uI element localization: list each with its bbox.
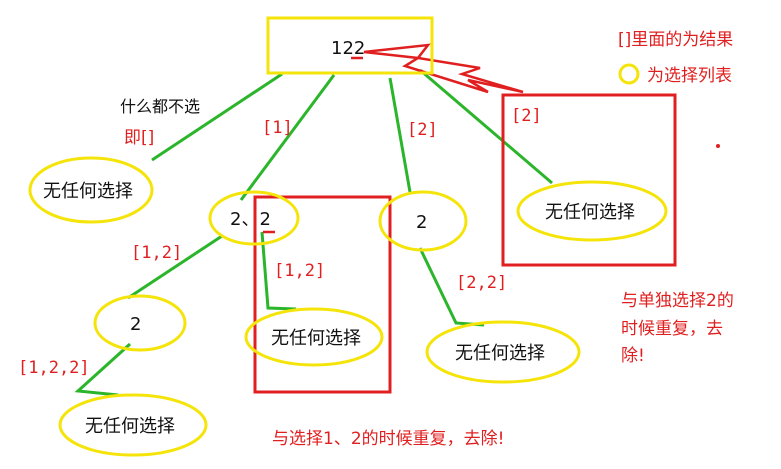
node-none-bottom: [58, 393, 208, 457]
dup-box-right: [501, 93, 677, 267]
dup-box-inner: [253, 195, 392, 394]
edge-label-select-nothing-note: 即[]: [124, 128, 154, 148]
node-none-mid-label: 无任何选择: [455, 343, 545, 364]
node-n22-label: 2、2: [230, 209, 271, 230]
note-dup-12: 与选择1、2的时候重复，去除!: [272, 429, 504, 449]
note-dup-single-3: 除!: [621, 346, 645, 366]
node-none-left: [28, 156, 154, 224]
edge-n2left-none-bottom: [74, 342, 132, 397]
node-n22: [208, 190, 300, 246]
node-none-bottom-label: 无任何选择: [85, 416, 175, 437]
root-box: [266, 16, 434, 75]
note-dup-single-1: 与单独选择2的: [621, 291, 734, 311]
edge-label-12: [1,2]: [131, 243, 182, 263]
edge-root-none-left: [151, 72, 283, 162]
node-none-right-label: 无任何选择: [545, 202, 635, 223]
lightning-arrow: [363, 43, 524, 94]
legend-circle-label: 为选择列表: [647, 66, 732, 86]
node-n2-left: [93, 294, 187, 352]
edge-root-n2-mid: [388, 77, 412, 193]
legend-bracket-label: []里面的为结果: [618, 30, 733, 50]
node-n2-mid: [378, 190, 468, 252]
node-n2-left-label: 2: [130, 314, 141, 335]
stray-dot: [716, 144, 720, 148]
node-none-inner-label: 无任何选择: [271, 328, 361, 349]
legend-circle-icon: [618, 63, 640, 85]
node-none-right: [516, 180, 668, 242]
note-dup-single-2: 时候重复，去: [621, 319, 723, 339]
node-none-left-label: 无任何选择: [43, 181, 133, 202]
edge-label-select-nothing: 什么都不选: [120, 97, 200, 116]
edge-label-2b: [2]: [511, 106, 542, 126]
edge-label-12b: [1,2]: [274, 261, 325, 281]
root-label: 122: [331, 38, 365, 59]
node-n2-mid-label: 2: [416, 212, 427, 233]
edge-label-2: [2]: [407, 120, 438, 140]
edge-root-none-right: [419, 68, 553, 185]
node-none-inner: [244, 307, 384, 367]
edge-label-122: [1,2,2]: [18, 358, 90, 378]
edge-label-1: [1]: [262, 118, 293, 138]
edge-n22-none-inner: [260, 231, 297, 311]
edge-label-22: [2,2]: [456, 273, 507, 293]
edge-n22-n2-left: [127, 234, 223, 300]
node-none-mid: [425, 320, 581, 384]
edge-root-n22: [239, 74, 336, 201]
